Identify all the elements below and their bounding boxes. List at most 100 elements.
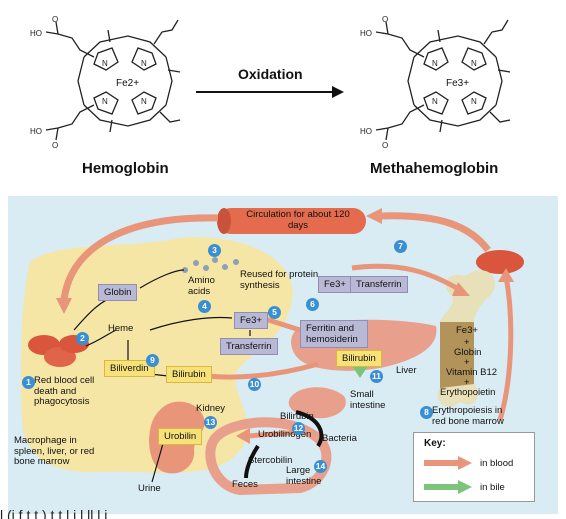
step-9-badge: 9: [146, 354, 159, 367]
bilirubin-box: Bilirubin: [166, 366, 212, 383]
small-intestine-shape: [288, 387, 346, 419]
n-1-left: N: [102, 59, 108, 68]
rbc-new: [476, 250, 524, 274]
urine-line: [151, 439, 165, 483]
step-12-badge: 12: [292, 422, 305, 435]
vessel-end: [217, 208, 231, 234]
heme-to-fe-line: [149, 316, 233, 331]
fe2-label: Fe2+: [116, 78, 139, 89]
bilirubin-liver-box: Bilirubin: [336, 350, 382, 367]
o-bottom-right: O: [382, 141, 388, 150]
key-in-blood: in blood: [480, 458, 514, 469]
urobilinogen-to-kidney-arrow: [247, 429, 301, 439]
step-13-badge: 13: [204, 416, 217, 429]
ho-bottom-left: HO: [30, 127, 42, 136]
loop-arrow-left: [60, 214, 219, 301]
fe-to-liver-arrow: [261, 315, 301, 333]
cropped-caption: l (i f t t ) t t l i l ll l i: [0, 507, 108, 519]
plus-3: +: [464, 377, 470, 388]
bone-fe-label: Fe3+: [456, 325, 478, 336]
n-4-right: N: [471, 97, 477, 106]
amino-dot-4: [212, 257, 218, 263]
loop-arrow-right: [379, 212, 491, 253]
step-5-badge: 5: [268, 306, 281, 319]
urobilinogen-label: Urobilinogen: [258, 429, 312, 440]
liver-label: Liver: [396, 365, 417, 376]
bone-marrow: [440, 322, 474, 388]
step-14-badge: 14: [314, 460, 327, 473]
n-2-left: N: [141, 59, 147, 68]
step-1-badge: 1: [22, 376, 35, 389]
n-3-left: N: [102, 97, 108, 106]
transferrin-box: Transferrin: [220, 338, 278, 355]
key-bile-arrowhead: [458, 480, 472, 494]
transferrin-to-bone-arrow: [351, 263, 462, 293]
macrophage-label: Macrophage in spleen, liver, or red bone…: [14, 435, 95, 467]
large-intestine-label: Large intestine: [286, 465, 322, 487]
heme-label: Heme: [108, 323, 134, 334]
urobilinogen-arrowhead: [236, 428, 250, 444]
bone-epo-label: Erythopoietin: [440, 387, 496, 398]
ho-bottom-right: HO: [360, 127, 372, 136]
fe3-transferrin-box: Transferrin: [350, 276, 408, 293]
key-blood-arrowhead: [458, 456, 472, 470]
urine-label: Urine: [138, 483, 161, 494]
oxidation-arrowhead: [332, 86, 344, 98]
bilirubin-intestine-label: Bilirubin: [280, 411, 314, 422]
bilirubin-to-liver-arrow: [204, 361, 319, 380]
key-in-bile: in bile: [480, 482, 505, 493]
methahemoglobin-name: Methahemoglobin: [370, 160, 499, 177]
transferrin-arrowhead: [452, 282, 470, 296]
methahemoglobin-structure: [375, 19, 511, 141]
ferritin-box: Ferritin and hemosiderin: [300, 320, 368, 348]
rbc-death-label: Red blood cell death and phagocytosis: [34, 375, 95, 407]
amino-dot-6: [233, 259, 239, 265]
feces-label: Feces: [232, 479, 258, 490]
reused-label: Reused for protein synthesis: [240, 269, 319, 291]
n-3-right: N: [432, 97, 438, 106]
kidney-label: Kidney: [196, 403, 226, 414]
stercobilin-label: Stercobilin: [248, 455, 293, 466]
amino-dot-1: [182, 267, 188, 273]
large-intestine-shape: [205, 417, 332, 496]
globin-box: Globin: [98, 284, 138, 301]
plus-2: +: [464, 357, 470, 368]
fe3-transferrin-fe: Fe3+: [318, 276, 352, 293]
amino-dot-5: [222, 264, 228, 270]
erythropoiesis-label: Erythropoiesis in red bone marrow: [432, 405, 504, 427]
circulation-label: Circulation for about 120 days: [246, 209, 350, 231]
globin-to-amino-line: [139, 269, 185, 289]
rbc-to-heme-line: [85, 329, 117, 347]
step-11-badge: 11: [370, 370, 383, 383]
n-1-right: N: [432, 59, 438, 68]
loop-arrowhead-right: [366, 208, 382, 224]
small-intestine-label: Small intestine: [350, 389, 386, 411]
bacteria-arrow: [295, 410, 324, 448]
bacteria-label: Bacteria: [322, 433, 357, 444]
n-4-left: N: [141, 97, 147, 106]
chemistry-figure: HO O HO O N N N N Fe2+ HO O HO O N N N N…: [30, 15, 511, 150]
blood-vessel: [218, 208, 366, 234]
key-title: Key:: [424, 438, 446, 449]
oxidation-label: Oxidation: [238, 66, 303, 82]
step-10-badge: 10: [248, 378, 261, 391]
plus-1: +: [464, 337, 470, 348]
amino-acids-label: Amino acids: [188, 275, 215, 297]
amino-dot-2: [193, 260, 199, 266]
key-arrows: [424, 456, 472, 494]
o-bottom-left: O: [52, 141, 58, 150]
fe3-label: Fe3+: [446, 78, 469, 89]
ho-top-right: HO: [360, 29, 372, 38]
amino-dot-3: [203, 265, 209, 271]
step-8-badge: 8: [420, 406, 433, 419]
o-top-right: O: [382, 15, 388, 24]
legend-key: Key: in blood in bile: [413, 432, 535, 502]
step-4-badge: 4: [198, 300, 211, 313]
hemoglobin-structure: [45, 19, 181, 141]
step-6-badge: 6: [306, 298, 319, 311]
o-top-left: O: [52, 15, 58, 24]
bile-arrowhead: [352, 366, 368, 378]
step-3-badge: 3: [208, 244, 221, 257]
n-2-right: N: [471, 59, 477, 68]
step-7-badge: 7: [394, 240, 407, 253]
